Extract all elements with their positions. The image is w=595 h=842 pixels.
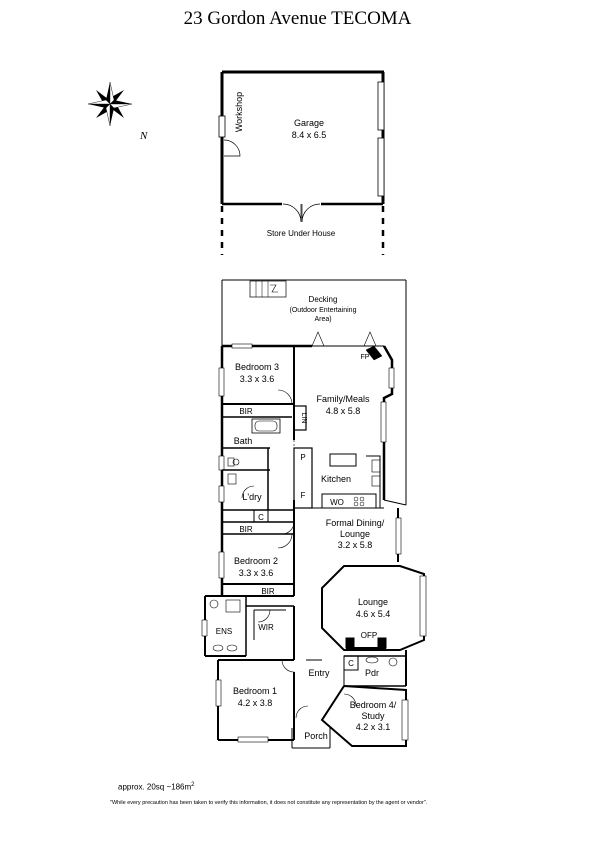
area-note: approx. 20sq ~186m2 [118, 782, 195, 792]
bedroom1-size: 4.2 x 3.8 [238, 698, 273, 708]
lounge-size: 4.6 x 5.4 [356, 609, 391, 619]
porch-label: Porch [304, 731, 328, 741]
garage-outline [218, 70, 385, 255]
bedroom2-size: 3.3 x 3.6 [239, 568, 274, 578]
bir-bedroom3-label: BIR [239, 407, 253, 416]
bedroom4-name-1: Bedroom 4/ [350, 700, 397, 710]
fireplace-label: FP [361, 354, 370, 361]
bedroom1-name: Bedroom 1 [233, 686, 277, 696]
house-walls [201, 279, 427, 749]
family-size: 4.8 x 5.8 [326, 406, 361, 416]
lin-label: LIN [300, 413, 307, 424]
ofp-label: OFP [361, 631, 377, 640]
decking-name: Decking [309, 295, 338, 304]
pantry-label: P [300, 453, 305, 462]
laundry-label: L'dry [242, 492, 262, 502]
garage-size: 8.4 x 6.5 [292, 130, 327, 140]
decking-sub2: Area) [314, 316, 331, 323]
cupboard-laundry-label: C [258, 513, 264, 522]
wir-label: WIR [258, 623, 274, 632]
bedroom4-size: 4.2 x 3.1 [356, 722, 391, 732]
fridge-label: F [301, 491, 306, 500]
kitchen-label: Kitchen [321, 474, 351, 484]
cupboard-pdr-label: C [348, 659, 354, 668]
garage-name: Garage [294, 118, 324, 128]
disclaimer: "While every precaution has been taken t… [110, 800, 428, 806]
pdr-label: Pdr [365, 668, 379, 678]
area-text: approx. 20sq ~186m [118, 782, 192, 792]
bedroom3-size: 3.3 x 3.6 [240, 374, 275, 384]
wall-oven-label: WO [330, 498, 344, 507]
workshop-label: Workshop [234, 92, 244, 132]
north-label: N [139, 130, 148, 142]
entry-label: Entry [308, 668, 330, 678]
lounge-name: Lounge [358, 597, 388, 607]
formal-name-1: Formal Dining/ [326, 518, 385, 528]
bedroom4-name-2: Study [361, 711, 385, 721]
bedroom2-name: Bedroom 2 [234, 556, 278, 566]
decking-sub1: (Outdoor Entertaining [290, 307, 357, 314]
bath-label: Bath [234, 436, 253, 446]
plan-title: 23 Gordon Avenue TECOMA [183, 8, 412, 29]
bedroom3-name: Bedroom 3 [235, 362, 279, 372]
bir-wir-label: BIR [261, 587, 275, 596]
store-label: Store Under House [267, 229, 336, 238]
formal-size: 3.2 x 5.8 [338, 540, 373, 550]
ens-label: ENS [216, 627, 232, 636]
area-superscript: 2 [191, 782, 195, 788]
family-name: Family/Meals [316, 394, 370, 404]
compass-rose-icon [87, 81, 133, 127]
formal-name-2: Lounge [340, 529, 370, 539]
bir-bedroom2-label: BIR [239, 525, 253, 534]
